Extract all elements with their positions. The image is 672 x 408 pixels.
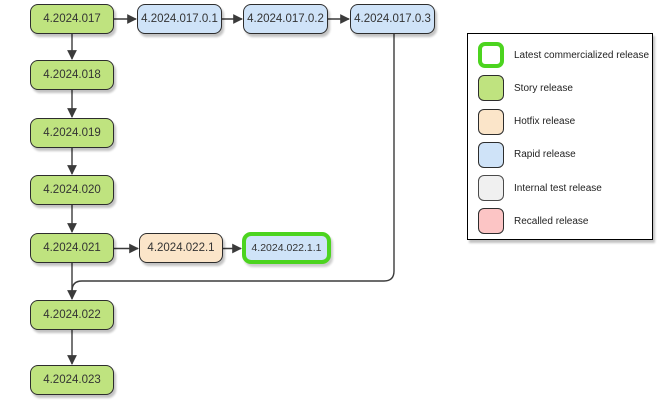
legend-label: Story release bbox=[514, 82, 573, 94]
legend-label: Latest commercialized release bbox=[514, 49, 650, 61]
node-4-2024-023: 4.2024.023 bbox=[30, 365, 114, 395]
internal-test-release-swatch bbox=[478, 175, 504, 202]
node-4-2024-022: 4.2024.022 bbox=[30, 300, 114, 330]
legend-label: Rapid release bbox=[514, 149, 576, 161]
edge-01703-to-022 bbox=[71, 34, 395, 292]
recalled-release-swatch bbox=[478, 208, 504, 235]
node-4-2024-017: 4.2024.017 bbox=[30, 4, 114, 34]
legend-item-rapid: Rapid release bbox=[478, 141, 652, 168]
hotfix-release-swatch bbox=[478, 108, 504, 135]
node-4-2024-017-0-3: 4.2024.017.0.3 bbox=[350, 4, 435, 34]
legend-item-internal: Internal test release bbox=[478, 175, 652, 202]
legend-item-latest: Latest commercialized release bbox=[478, 42, 652, 68]
legend-label: Recalled release bbox=[514, 215, 589, 227]
latest-release-swatch bbox=[478, 42, 504, 68]
node-4-2024-017-0-1: 4.2024.017.0.1 bbox=[137, 4, 222, 34]
story-release-swatch bbox=[478, 75, 504, 102]
node-4-2024-018: 4.2024.018 bbox=[30, 60, 114, 90]
legend-item-hotfix: Hotfix release bbox=[478, 108, 652, 135]
node-4-2024-017-0-2: 4.2024.017.0.2 bbox=[243, 4, 328, 34]
node-4-2024-021: 4.2024.021 bbox=[30, 233, 114, 263]
node-4-2024-020: 4.2024.020 bbox=[30, 175, 114, 205]
legend: Latest commercialized release Story rele… bbox=[467, 33, 653, 240]
legend-item-recalled: Recalled release bbox=[478, 208, 652, 235]
node-4-2024-022-1-1-latest: 4.2024.022.1.1 bbox=[242, 232, 331, 264]
legend-label: Hotfix release bbox=[514, 116, 576, 128]
legend-label: Internal test release bbox=[514, 182, 602, 194]
node-4-2024-019: 4.2024.019 bbox=[30, 118, 114, 148]
rapid-release-swatch bbox=[478, 141, 504, 168]
node-4-2024-022-1: 4.2024.022.1 bbox=[139, 233, 223, 263]
legend-item-story: Story release bbox=[478, 75, 652, 102]
